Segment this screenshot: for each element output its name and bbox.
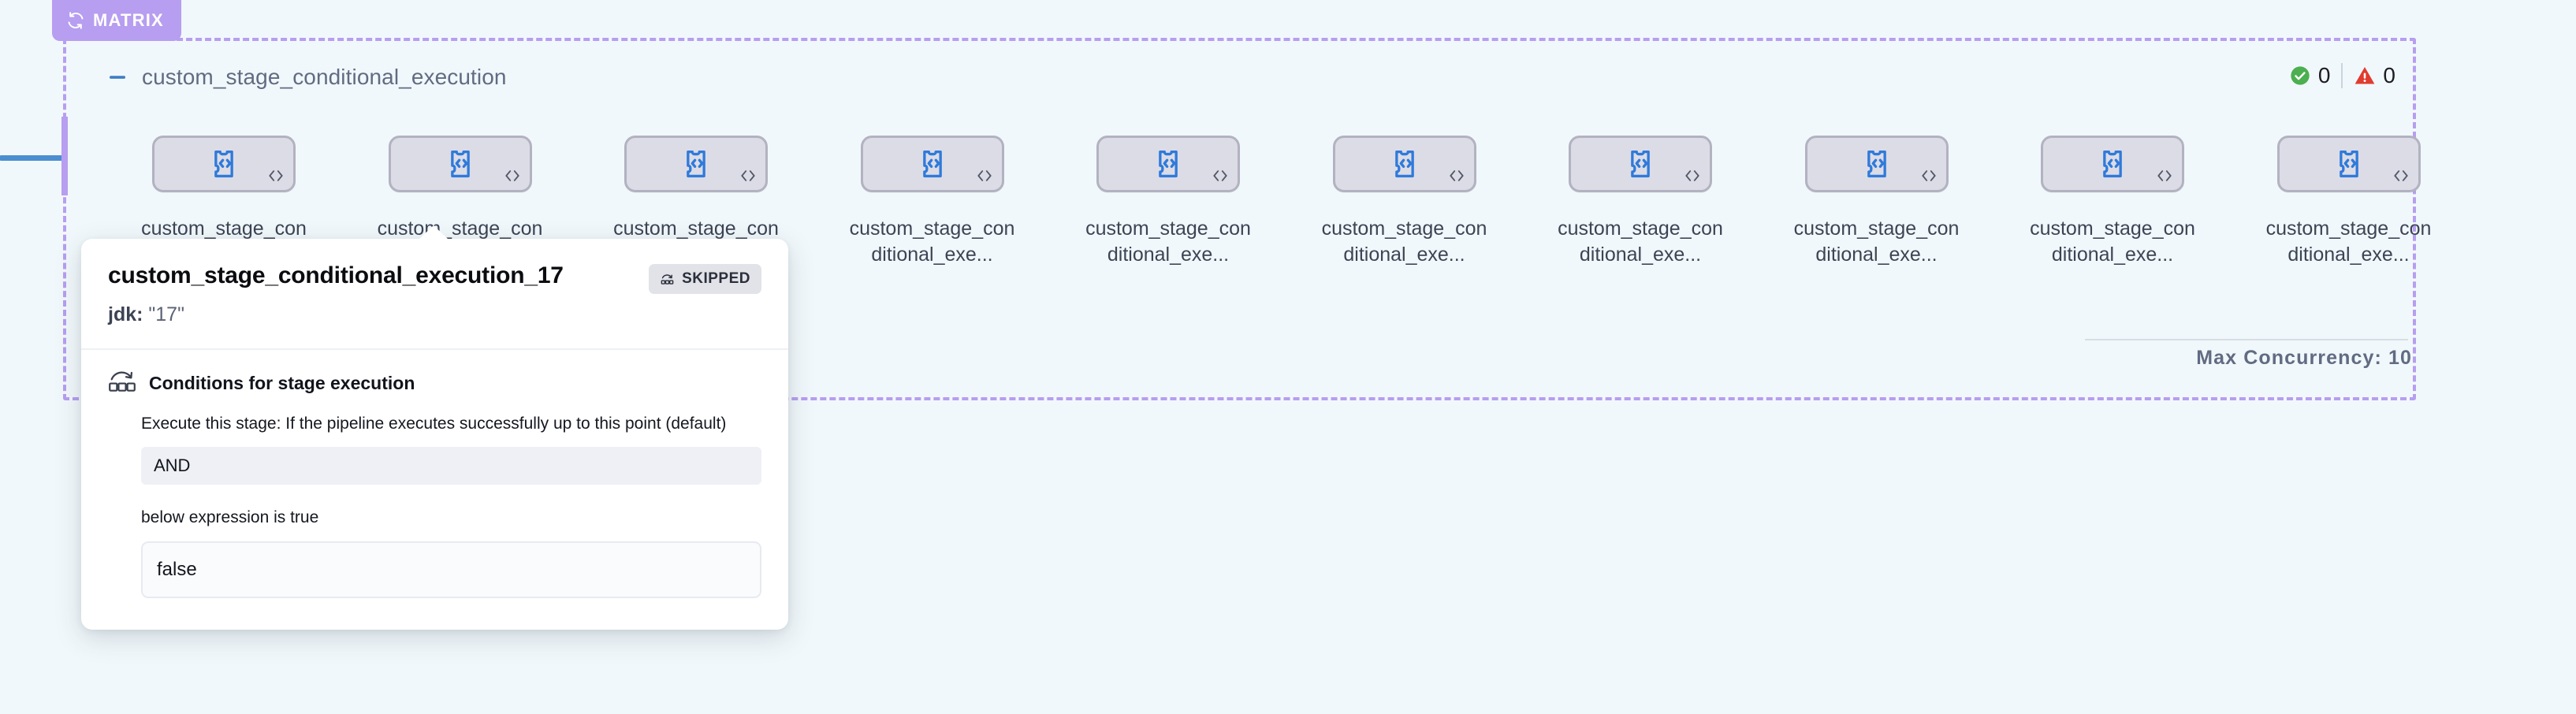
matrix-node[interactable]: custom_stage_conditional_exe... — [1313, 136, 1496, 268]
node-label: custom_stage_conditional_exe... — [1793, 218, 1960, 266]
matrix-header: custom_stage_conditional_execution 0 0 — [106, 61, 2395, 93]
tooltip-arrow — [419, 225, 449, 240]
node-label: custom_stage_conditional_exe... — [1085, 218, 1251, 266]
code-brackets-icon — [2393, 170, 2408, 181]
tooltip-subtitle: jdk: "17" — [108, 303, 761, 326]
tooltip-subtitle-value: "17" — [148, 303, 184, 325]
code-brackets-icon — [1449, 170, 1464, 181]
tooltip-divider — [81, 348, 788, 350]
node-label: custom_stage_conditional_exe... — [849, 218, 1015, 266]
warning-triangle-icon — [2355, 67, 2375, 84]
status-badge-label: SKIPPED — [682, 270, 750, 287]
counter-divider — [2341, 63, 2343, 88]
code-brackets-icon — [741, 170, 755, 181]
conditions-title: Conditions for stage execution — [149, 372, 415, 393]
node-card[interactable] — [388, 136, 532, 192]
skip-stage-icon — [661, 273, 674, 284]
conditions-header: Conditions for stage execution — [108, 370, 761, 396]
code-brackets-icon — [1921, 170, 1936, 181]
matrix-node-row: custom_stage_conditional_exe... custom_st… — [141, 136, 2440, 268]
check-circle-icon — [2291, 66, 2310, 85]
code-brackets-icon — [2157, 170, 2172, 181]
code-puzzle-icon — [2103, 150, 2122, 178]
code-puzzle-icon — [214, 150, 233, 178]
matrix-edge-marker — [61, 117, 68, 195]
footer-divider — [2085, 339, 2408, 340]
node-card[interactable] — [2041, 136, 2184, 192]
stage-tooltip: custom_stage_conditional_execution_17 jd… — [81, 225, 788, 630]
matrix-badge-label: MATRIX — [93, 10, 164, 30]
cycle-icon — [68, 12, 84, 29]
tooltip-header: custom_stage_conditional_execution_17 jd… — [81, 239, 788, 348]
tooltip-conditions-section: Conditions for stage execution Execute t… — [81, 350, 788, 630]
matrix-node[interactable]: custom_stage_conditional_exe... — [2021, 136, 2204, 268]
status-badge: SKIPPED — [649, 264, 761, 294]
matrix-node[interactable]: custom_stage_conditional_exe... — [1785, 136, 1968, 268]
node-label: custom_stage_conditional_exe... — [2265, 218, 2432, 266]
node-card[interactable] — [1569, 136, 1712, 192]
page-title: custom_stage_conditional_execution — [142, 65, 507, 89]
conditions-description: Execute this stage: If the pipeline exec… — [141, 415, 727, 433]
node-card[interactable] — [1804, 136, 1949, 192]
code-brackets-icon — [1213, 170, 1227, 181]
node-card[interactable] — [1332, 136, 1476, 192]
status-counters: 0 0 — [2289, 63, 2395, 88]
minus-icon[interactable] — [106, 65, 129, 89]
node-label: custom_stage_conditional_exe... — [2030, 218, 2195, 266]
condition-expression-field: false — [141, 541, 761, 599]
skip-stages-arrow-icon — [109, 371, 136, 392]
code-puzzle-icon — [687, 150, 705, 178]
matrix-badge: MATRIX — [52, 0, 181, 41]
node-label: custom_stage_conditional_exe... — [1321, 218, 1487, 266]
code-brackets-icon — [1685, 170, 1699, 181]
node-label: custom_stage_conditional_exe... — [1558, 218, 1723, 266]
code-puzzle-icon — [1867, 150, 1886, 178]
code-puzzle-icon — [2339, 150, 2358, 178]
matrix-container — [63, 38, 2416, 400]
tooltip-title: custom_stage_conditional_execution_17 — [108, 262, 564, 288]
code-brackets-icon — [269, 170, 283, 181]
node-card[interactable] — [860, 136, 1004, 192]
code-brackets-icon — [504, 170, 519, 181]
warning-counter: 0 — [2354, 63, 2395, 88]
code-puzzle-icon — [1159, 150, 1178, 178]
code-puzzle-icon — [1631, 150, 1650, 178]
tooltip-subtitle-key: jdk: — [108, 303, 143, 325]
node-card[interactable] — [152, 136, 296, 192]
code-puzzle-icon — [1394, 150, 1414, 178]
max-concurrency-label: Max Concurrency: 10 — [2196, 347, 2412, 369]
matrix-node[interactable]: custom_stage_conditional_exe... — [2258, 136, 2440, 268]
node-card[interactable] — [1096, 136, 1240, 192]
warning-count: 0 — [2383, 63, 2395, 87]
code-brackets-icon — [977, 170, 992, 181]
node-card[interactable] — [624, 136, 768, 192]
matrix-node[interactable]: custom_stage_conditional_exe... — [1077, 136, 1260, 268]
matrix-node[interactable]: custom_stage_conditional_exe... — [1549, 136, 1732, 268]
node-card[interactable] — [2276, 136, 2421, 192]
condition-operator-field: AND — [141, 447, 761, 485]
code-puzzle-icon — [922, 150, 942, 178]
success-counter: 0 — [2289, 63, 2331, 88]
incoming-connector-line — [0, 155, 66, 161]
condition-note: below expression is true — [141, 508, 319, 527]
code-puzzle-icon — [450, 150, 470, 178]
success-count: 0 — [2317, 63, 2331, 87]
matrix-node[interactable]: custom_stage_conditional_exe... — [841, 136, 1024, 268]
